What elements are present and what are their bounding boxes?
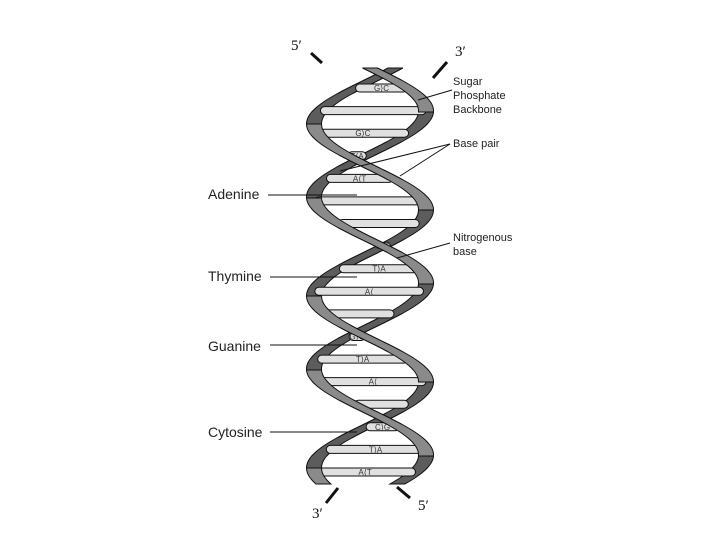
base-pair-rung: G⟩C [316,128,410,138]
backbone-segment [305,467,333,485]
leader-base-pair-a [339,143,451,172]
leader-nitrogenous-base [396,242,451,259]
rung-base-letters: A⟨ [365,287,373,296]
base-pair-rung: T⟩A [338,264,419,274]
label-nitrogenous-line1: Nitrogenous [453,232,513,244]
label-thymine: Thymine [208,268,262,284]
rung-base-letters: C⟩G [375,423,390,432]
label-backbone-line1: Sugar [453,76,483,88]
leader-backbone [417,89,453,101]
backbone-segment [362,67,434,113]
rung-base-letters: T⟩A [369,445,383,454]
base-pair-rung: A⟨ [319,377,427,387]
backbone-segment [305,369,434,457]
rung-bar [320,106,427,116]
end-marker-bottom-right [396,485,411,500]
front-backbone-strand [305,67,435,485]
end-label-bottom-right: 5′ [418,498,429,514]
label-adenine: Adenine [208,186,260,202]
rung-base-letters: A⟨T [353,174,366,183]
rung-base-letters: T⟩A [356,355,370,364]
rung-base-letters: A⟨T [358,468,371,477]
left-base-labels: Adenine Thymine Guanine Cytosine [208,186,357,440]
label-nitrogenous-line2: base [453,246,477,258]
rung-base-letters: G⟩C [350,333,365,342]
base-pair-rung [320,106,427,116]
strand-end-markers: 5′ 3′ 3′ 5′ [291,38,466,522]
rung-base-letters: G⟩C [355,129,370,138]
backbone-segment [305,123,435,211]
base-pair-rung: T⟩A [317,354,409,364]
label-backbone-line2: Phosphate [453,90,506,102]
base-pair-rung: T⟩A [325,444,426,454]
right-callouts: Sugar Phosphate Backbone Base pair Nitro… [339,76,513,259]
end-label-top-left: 5′ [291,38,302,54]
end-marker-bottom-left [324,487,340,504]
base-pair-rung [314,196,424,206]
label-guanine: Guanine [208,338,261,354]
end-label-bottom-left: 3′ [312,506,323,522]
label-base-pair: Base pair [453,138,500,150]
rung-bar [314,196,424,206]
base-pair-rung: A⟨ [314,286,424,296]
end-marker-top-right [431,61,449,79]
rung-base-letters: A⟨ [369,378,377,387]
rung-base-letters: T⟩A [372,265,386,274]
label-backbone-line3: Backbone [453,104,502,116]
label-cytosine: Cytosine [208,424,263,440]
rung-base-letters: G⟩C [374,84,389,93]
end-label-top-right: 3′ [455,44,466,60]
base-pair-rung: A⟨T [314,467,417,477]
backbone-segment [305,295,435,383]
backbone-segment [305,197,434,285]
leader-base-pair-b [399,143,451,177]
backbone-segment [306,111,435,199]
rung-bar [314,286,424,296]
end-marker-top-left [309,51,324,65]
